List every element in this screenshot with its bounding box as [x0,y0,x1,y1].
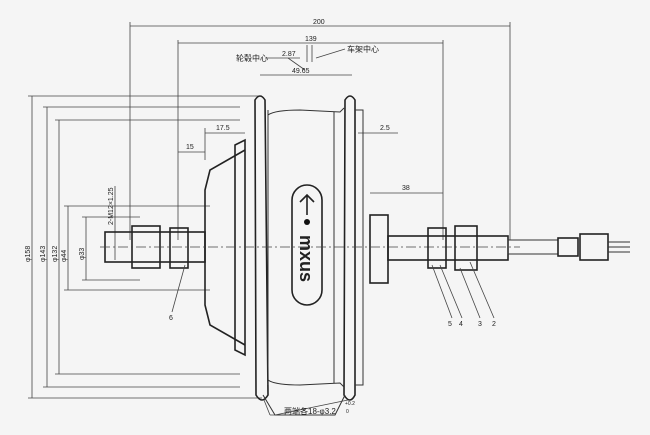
diameter-dims: φ158 φ143 φ132 φ44 φ33 2-M12×1.25 [25,95,262,399]
dim-thread: 2-M12×1.25 [108,187,115,225]
callout-3: 3 [478,321,482,328]
dim-49-65-label: 49.65 [292,68,310,75]
dim-38: 38 [402,185,410,192]
callout-4: 4 [459,321,463,328]
mxus-logo: mxus [291,184,323,306]
dim-139-label: 139 [305,36,317,43]
callout-6: 6 [169,315,173,322]
dim-dia-44: φ44 [61,250,68,262]
axial-dims: 17.5 15 2.5 38 [178,125,443,194]
center-marks: 轮毂中心 2.87 车架中心 49.65 [236,44,379,76]
tol-lower: 0 [346,409,349,415]
tol-upper: +0.2 [345,401,355,407]
callout-2: 2 [492,321,496,328]
dim-2-87-label: 2.87 [282,51,296,58]
part-callouts: 6 5 4 3 2 [169,261,496,328]
dim-200-label: 200 [313,19,325,26]
spoke-hole-note: 两端各18-φ3.2 +0.2 0 [263,399,355,416]
dim-dia-158: φ158 [25,246,32,262]
dim-15: 15 [186,144,194,151]
axle [100,225,630,271]
dim-dia-143: φ143 [40,246,47,262]
dim-flange-span: 139 [177,36,444,240]
dim-dia-33: φ33 [79,248,86,260]
logo-text: mxus [296,235,316,282]
dim-dia-132: φ132 [52,246,59,262]
dim-17-5: 17.5 [216,125,230,132]
dim-overall-width: 200 [129,19,511,240]
dim-2-5: 2.5 [380,125,390,132]
frame-center-label: 车架中心 [347,44,379,54]
spoke-hole-label: 两端各18-φ3.2 [284,406,336,416]
callout-5: 5 [448,321,452,328]
hub-center-label: 轮毂中心 [236,53,268,63]
